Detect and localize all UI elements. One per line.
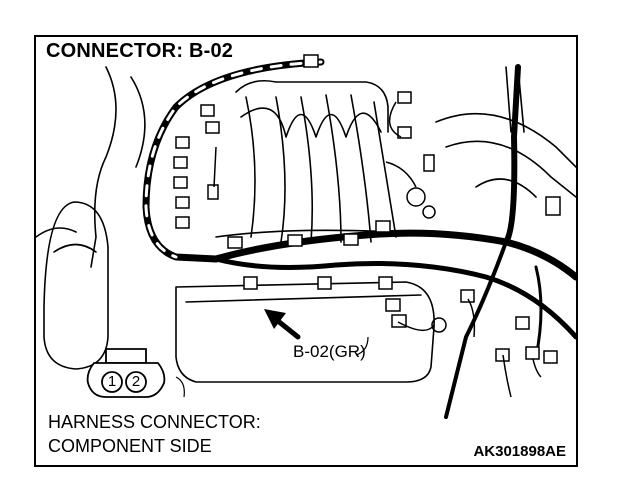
connector-block [375,220,391,233]
lead-wire [385,161,417,188]
connector-block [175,216,190,229]
connector-block [200,104,215,117]
manifold-top [235,79,389,133]
connector-block [207,184,219,200]
connector-block [343,233,359,246]
branch-harness [534,265,543,359]
connector-latch [105,348,147,364]
connector-block [423,154,435,172]
pin-1-circle [101,371,123,393]
caption-line-2: COMPONENT SIDE [48,436,212,456]
lead-wire [397,321,435,331]
engine-bay-illustration [36,54,576,419]
runner-tops [240,107,382,138]
caption-line-1: HARNESS CONNECTOR: [48,412,261,432]
upper-pipe [435,112,576,168]
right-shroud [475,178,537,198]
connector-block [378,276,393,290]
left-hose-outline-2 [130,76,146,168]
connector-block [495,348,510,362]
diagram-title: CONNECTOR: B-02 [46,39,238,63]
connector-block [287,234,303,247]
connector-block [173,176,188,189]
upper-pipe-2 [445,140,576,198]
runner-5 [350,94,372,243]
manifold-base [215,229,397,238]
connector-block [545,196,561,216]
right-harness [503,64,521,245]
connector-block [173,156,188,169]
lead-wire [213,146,217,188]
connector-block [317,276,332,290]
reservoir-cap-line [53,243,97,253]
left-hose-outline [90,66,117,268]
lead-wire [502,354,512,398]
pin-2-circle [125,371,147,393]
lower-harness [213,256,576,340]
connector-block [303,54,319,68]
sensor [422,205,436,219]
runner-4 [325,94,342,243]
connector-block [515,316,530,330]
callout-leader [355,336,369,356]
connector-block [525,346,540,360]
valve-cover-edge [185,294,422,303]
left-bracket [36,227,77,238]
lead-wire [388,101,402,138]
connector-leader [175,376,185,398]
diagram-frame: CONNECTOR: B-02 B-02(GR) 1 2 HARNESS CON… [34,35,578,467]
pointer-arrow [264,309,301,340]
connector-block [397,126,412,139]
connector-block [243,276,258,290]
connector-block [205,121,220,134]
harness-tape-pattern [144,60,323,259]
valve-cover [175,281,435,383]
runner-1 [245,96,256,238]
figure-code: AK301898AE [473,443,566,460]
connector-block [175,196,190,209]
connector-block [543,350,558,364]
reservoir-tank [43,201,109,370]
lead-wire [467,298,476,338]
connector-block [460,289,475,303]
lead-wire [532,358,542,378]
runner-6 [373,101,397,238]
pin-2-label: 2 [131,373,141,390]
sensor [406,187,426,207]
connector-block [397,91,412,104]
connector-block [175,136,190,149]
sensor [431,317,447,333]
connector-callout-label: B-02(GR) [293,342,366,361]
runner-2 [275,96,286,243]
connector-symbol [86,348,166,398]
down-harness [444,240,508,419]
connector-block [385,298,401,312]
pin-1-label: 1 [107,373,117,390]
connector-block [227,236,243,249]
